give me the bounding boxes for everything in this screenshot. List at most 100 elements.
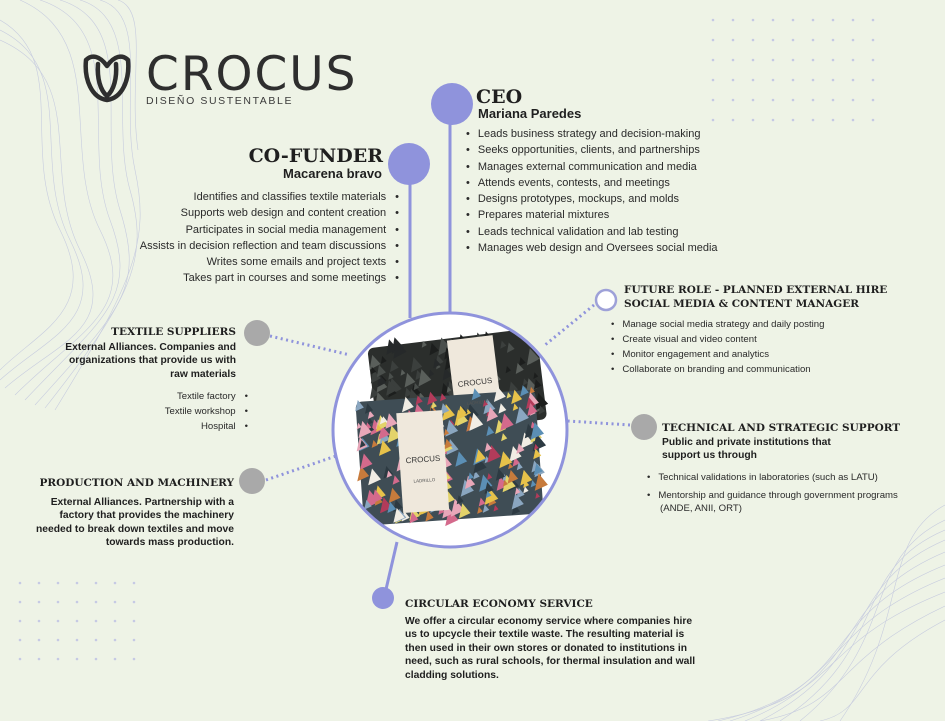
textile-chip — [515, 406, 529, 425]
textile-chip — [485, 490, 492, 499]
dot — [831, 98, 835, 102]
dot — [711, 38, 715, 42]
future-role-task-list: Manage social media strategy and daily p… — [611, 317, 824, 377]
dot — [132, 600, 136, 604]
textile-chip — [535, 492, 540, 499]
textile-chip — [538, 405, 546, 415]
dot — [871, 18, 875, 22]
textile-chip — [516, 443, 525, 454]
dot — [751, 58, 755, 62]
dot — [18, 638, 22, 642]
textile-chip — [367, 417, 374, 425]
textile-chip — [457, 405, 467, 417]
dot — [113, 600, 117, 604]
textile-chip — [404, 387, 413, 398]
technical-support-item: Mentorship and guidance through governme… — [647, 489, 919, 515]
textile-chip — [500, 340, 507, 349]
textile-chip — [360, 453, 373, 470]
dot — [871, 78, 875, 82]
textile-chip — [482, 400, 489, 407]
textile-chip — [433, 358, 441, 369]
textile-chip — [387, 501, 397, 514]
textile-chip — [425, 510, 434, 522]
dot — [871, 118, 875, 122]
textile-chip — [409, 511, 419, 524]
textile-chip — [523, 486, 529, 494]
textile-chip — [413, 382, 420, 391]
textile-chip — [508, 381, 519, 395]
dot — [871, 38, 875, 42]
textile-chip — [379, 416, 386, 425]
dot — [831, 58, 835, 62]
textile-chip — [393, 507, 405, 523]
dot — [731, 78, 735, 82]
textile-chip — [502, 474, 516, 493]
textile-chip — [499, 451, 513, 469]
textile-chip — [514, 487, 521, 495]
textile-chip — [530, 422, 545, 440]
dot — [75, 657, 79, 661]
dot — [18, 657, 22, 661]
textile-chip — [502, 479, 508, 487]
textile-chip — [364, 499, 372, 510]
textile-chip — [487, 445, 501, 463]
textile-chip — [438, 337, 452, 356]
textile-chip — [533, 463, 543, 476]
textile-chip — [458, 503, 471, 519]
ceo-node — [431, 83, 473, 125]
textile-chip — [484, 482, 494, 494]
future-role-task: Monitor engagement and analytics — [611, 347, 824, 362]
textile-chip — [355, 400, 364, 412]
future-role-task: Create visual and video content — [611, 332, 824, 347]
circular-node — [372, 587, 394, 609]
dot — [771, 118, 775, 122]
textile-chip — [522, 378, 529, 386]
textile-suppliers-title: TEXTILE SUPPLIERS — [111, 326, 236, 338]
dot — [811, 58, 815, 62]
product-photo — [333, 313, 567, 547]
dot — [711, 18, 715, 22]
cofunder-title: CO-FUNDER — [248, 145, 383, 167]
textile-chip — [507, 469, 519, 484]
cofunder-node — [388, 143, 430, 185]
dot — [871, 58, 875, 62]
dot — [18, 600, 22, 604]
wave-lines-top-left — [0, 0, 141, 411]
textile-chip — [388, 372, 394, 380]
textile-chip — [460, 479, 474, 497]
textile-chip — [371, 439, 378, 448]
textile-chip — [455, 451, 468, 467]
textile-chip — [358, 420, 372, 439]
dot — [132, 657, 136, 661]
dot — [731, 118, 735, 122]
textile-chip — [478, 497, 486, 507]
product-brand-back: CROCUS — [457, 376, 493, 389]
textile-chip — [495, 419, 507, 435]
textile-chip — [493, 504, 499, 512]
textile-chip — [421, 340, 427, 348]
textile-chip — [506, 342, 515, 353]
dot — [731, 98, 735, 102]
textile-chip — [400, 369, 406, 376]
textile-chip — [376, 364, 386, 378]
technical-support-item: Technical validations in laboratories (s… — [647, 470, 919, 485]
dot — [37, 581, 41, 585]
dot — [771, 78, 775, 82]
dotted-connectors — [265, 303, 631, 482]
textile-chip — [357, 465, 370, 482]
dot — [771, 58, 775, 62]
technical-connector — [567, 419, 631, 427]
textile-chip — [468, 472, 474, 480]
circular-description: We offer a circular economy service wher… — [405, 616, 696, 681]
textile-chip — [495, 468, 506, 481]
production-description: External Alliances. Partnership with a f… — [36, 497, 234, 549]
dot — [831, 18, 835, 22]
textile-chip — [518, 357, 526, 367]
textile-chip — [404, 372, 416, 388]
textile-chip — [431, 401, 437, 409]
textile-chip — [473, 470, 480, 480]
dot — [851, 98, 855, 102]
technical-support-title: TECHNICAL AND STRATEGIC SUPPORT — [662, 422, 901, 434]
textile-chip — [515, 363, 524, 374]
cofunder-task: Identifies and classifies textile materi… — [140, 189, 399, 205]
